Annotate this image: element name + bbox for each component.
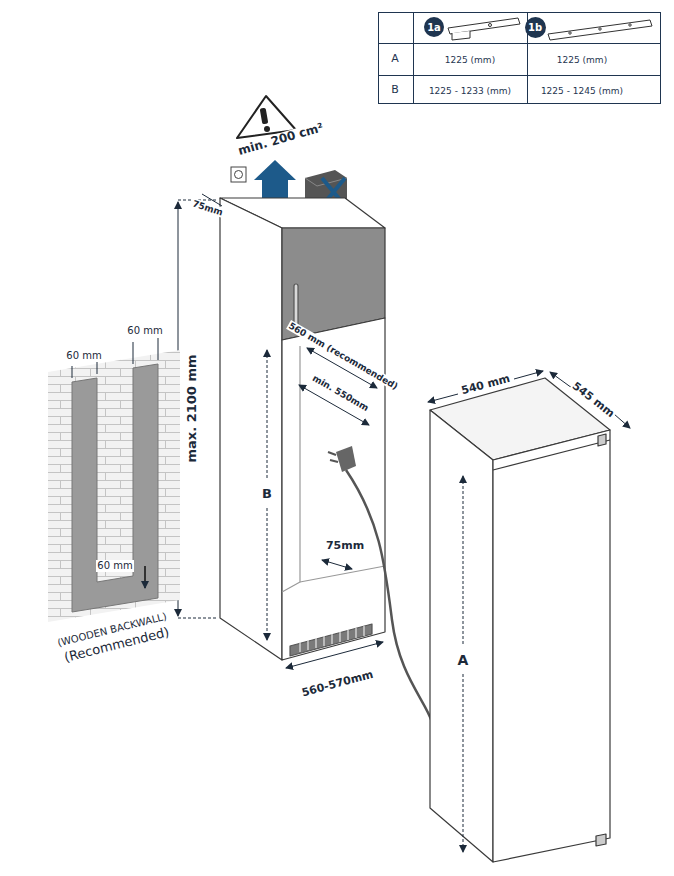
dimension: 75mm <box>325 540 365 553</box>
table-cell: A <box>390 53 400 66</box>
backwall-dimensions <box>72 338 158 588</box>
table-cell: B <box>390 84 400 97</box>
dimension: 560-570mm <box>300 668 376 700</box>
fridge <box>430 378 610 862</box>
callout-number: 1b <box>528 22 542 33</box>
dimension-table <box>378 12 661 104</box>
callout-circle: 1b <box>525 17 546 38</box>
dimension-lines <box>178 194 383 668</box>
fridge-dimensions <box>428 371 630 852</box>
table-cell: 1225 (mm) <box>556 55 608 65</box>
table-cell: 1225 (mm) <box>444 55 496 65</box>
cabinet <box>220 198 385 660</box>
brick-wall <box>48 350 180 622</box>
dimension: max. 2100 mm <box>185 353 200 463</box>
table-cell: 1225 - 1245 (mm) <box>540 86 624 96</box>
bracket-icons <box>448 18 652 40</box>
dimension: B <box>261 487 273 502</box>
callout-circle: 1a <box>424 17 444 37</box>
dimension: 60 mm <box>96 560 133 572</box>
socket-icon <box>231 167 246 182</box>
table-cell: 1225 - 1233 (mm) <box>428 86 512 96</box>
dimension: 60 mm <box>126 325 163 337</box>
callout-number: 1a <box>427 22 441 33</box>
airflow-arrow <box>254 160 296 200</box>
vent-grille <box>300 626 364 652</box>
dimension: A <box>457 652 470 668</box>
dimension: 60 mm <box>65 350 102 362</box>
